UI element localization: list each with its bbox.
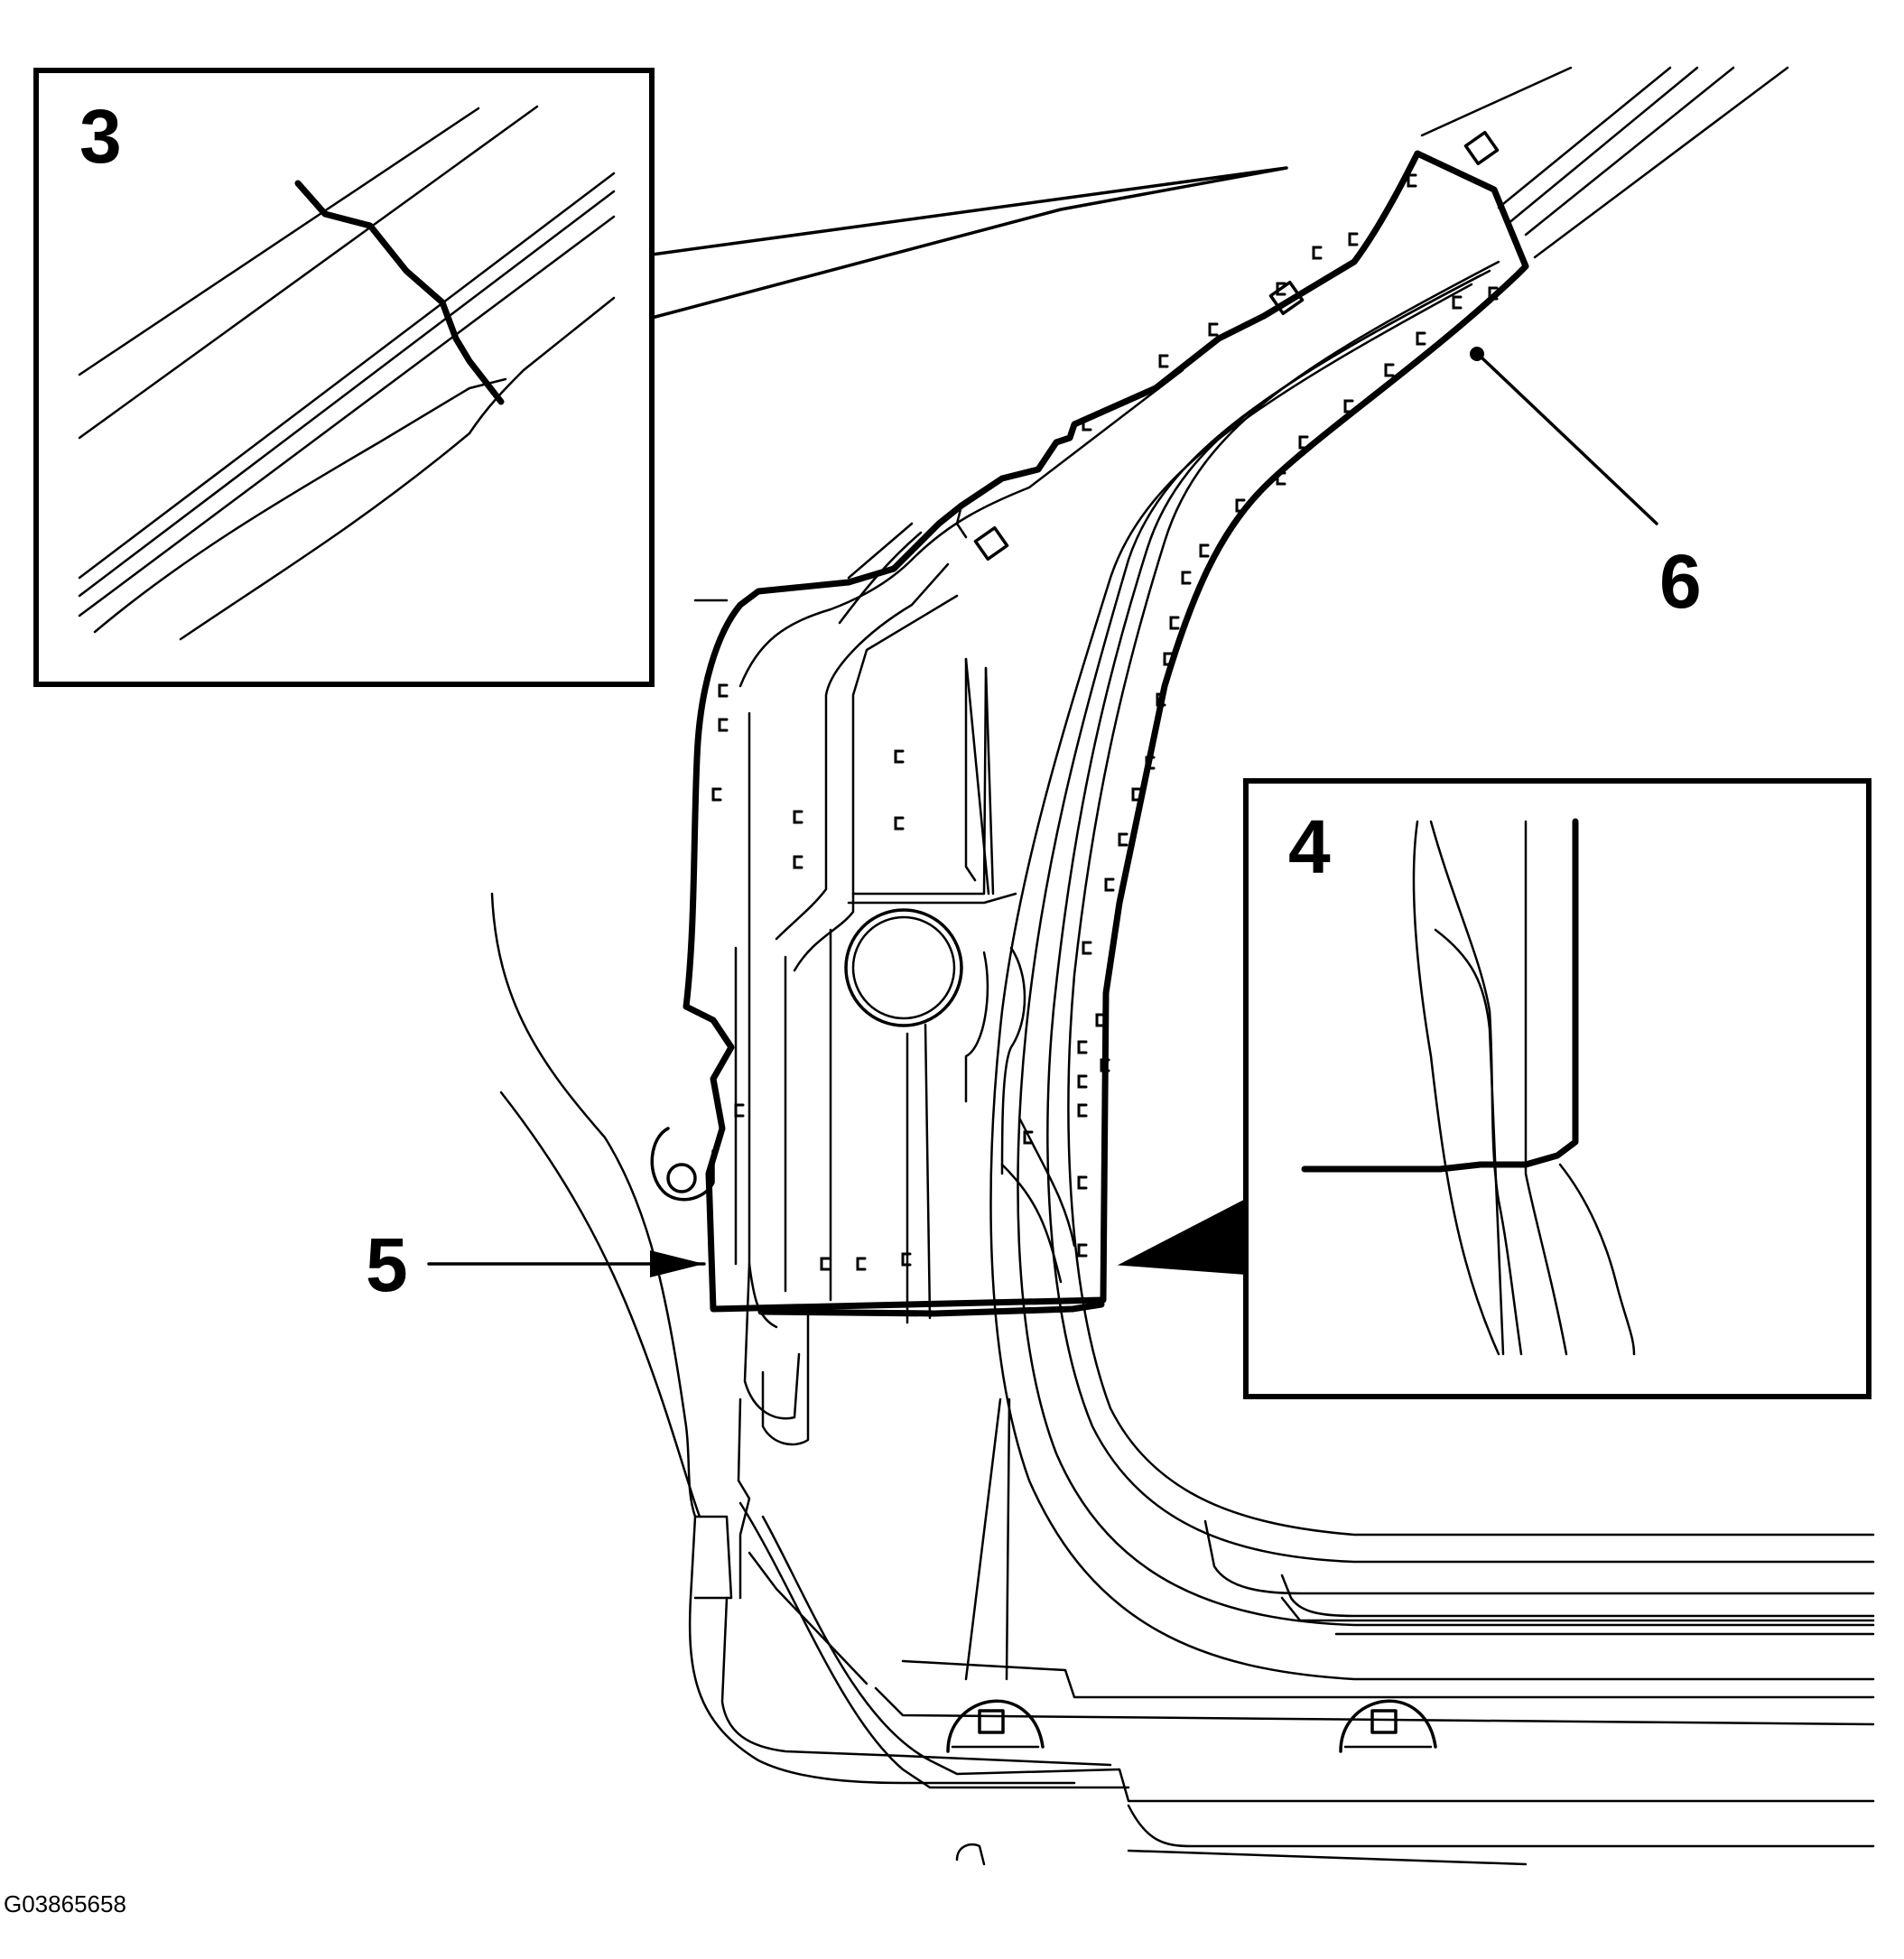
spot-weld-marker: [1208, 322, 1219, 337]
leader-lines: [427, 347, 1658, 1277]
spot-weld-marker: [718, 718, 729, 732]
spot-weld-marker: [1181, 571, 1192, 585]
spot-weld-marker: [1276, 282, 1286, 296]
spot-weld-marker: [1384, 363, 1395, 377]
spot-weld-marker: [1452, 295, 1463, 310]
spot-weld-marker: [1145, 756, 1156, 770]
spot-weld-marker: [856, 1257, 867, 1271]
spot-weld-marker: [1077, 1074, 1088, 1089]
spot-weld-marker: [1276, 471, 1286, 486]
figure-id: G03865658: [4, 1890, 126, 1917]
spot-weld-marker: [1416, 331, 1426, 346]
spot-weld-marker: [1158, 354, 1169, 368]
detail-4-inset: [1117, 778, 1871, 1399]
spot-weld-marker: [1077, 1175, 1088, 1190]
spot-weld-marker: [1156, 692, 1166, 707]
spot-weld-marker: [894, 749, 905, 764]
spot-weld-markers: [711, 173, 1499, 1271]
inner-panel-details: [650, 130, 1500, 1329]
spot-weld-marker: [1082, 417, 1092, 432]
spot-weld-marker: [894, 816, 905, 831]
spot-weld-marker: [1235, 498, 1246, 513]
cut-outline: [683, 150, 1529, 1317]
spot-weld-marker: [1082, 941, 1092, 955]
callout-6-label: 6: [1659, 539, 1702, 624]
spot-weld-marker: [718, 683, 729, 698]
spot-weld-marker: [1095, 1013, 1106, 1027]
spot-weld-marker: [1312, 246, 1323, 260]
detail-3-inset: [33, 68, 1288, 687]
spot-weld-marker: [734, 1103, 745, 1118]
spot-weld-marker: [1169, 616, 1180, 630]
spot-weld-marker: [901, 1252, 912, 1267]
spot-weld-marker: [793, 810, 803, 824]
callout-5-label: 5: [366, 1222, 408, 1307]
spot-weld-marker: [1298, 435, 1309, 450]
spot-weld-marker: [1100, 1058, 1110, 1072]
spot-weld-marker: [1343, 399, 1354, 413]
spot-weld-marker: [820, 1257, 831, 1271]
spot-weld-marker: [1077, 1040, 1088, 1054]
spot-weld-marker: [1077, 1103, 1088, 1118]
spot-weld-marker: [1163, 652, 1174, 666]
spot-weld-marker: [1199, 543, 1210, 558]
body-structure-lines: [490, 66, 1875, 1866]
spot-weld-marker: [1104, 877, 1115, 892]
spot-weld-marker: [1023, 1130, 1034, 1145]
spot-weld-marker: [1118, 832, 1128, 847]
spot-weld-marker: [1131, 787, 1142, 802]
callout-3-label: 3: [79, 94, 122, 179]
spot-weld-marker: [1077, 1243, 1088, 1258]
callout-4-label: 4: [1288, 804, 1331, 889]
spot-weld-marker: [793, 855, 803, 869]
spot-weld-marker: [1348, 232, 1359, 246]
spot-weld-marker: [1407, 173, 1417, 188]
spot-weld-marker: [711, 787, 722, 802]
spot-weld-marker: [1488, 286, 1499, 301]
